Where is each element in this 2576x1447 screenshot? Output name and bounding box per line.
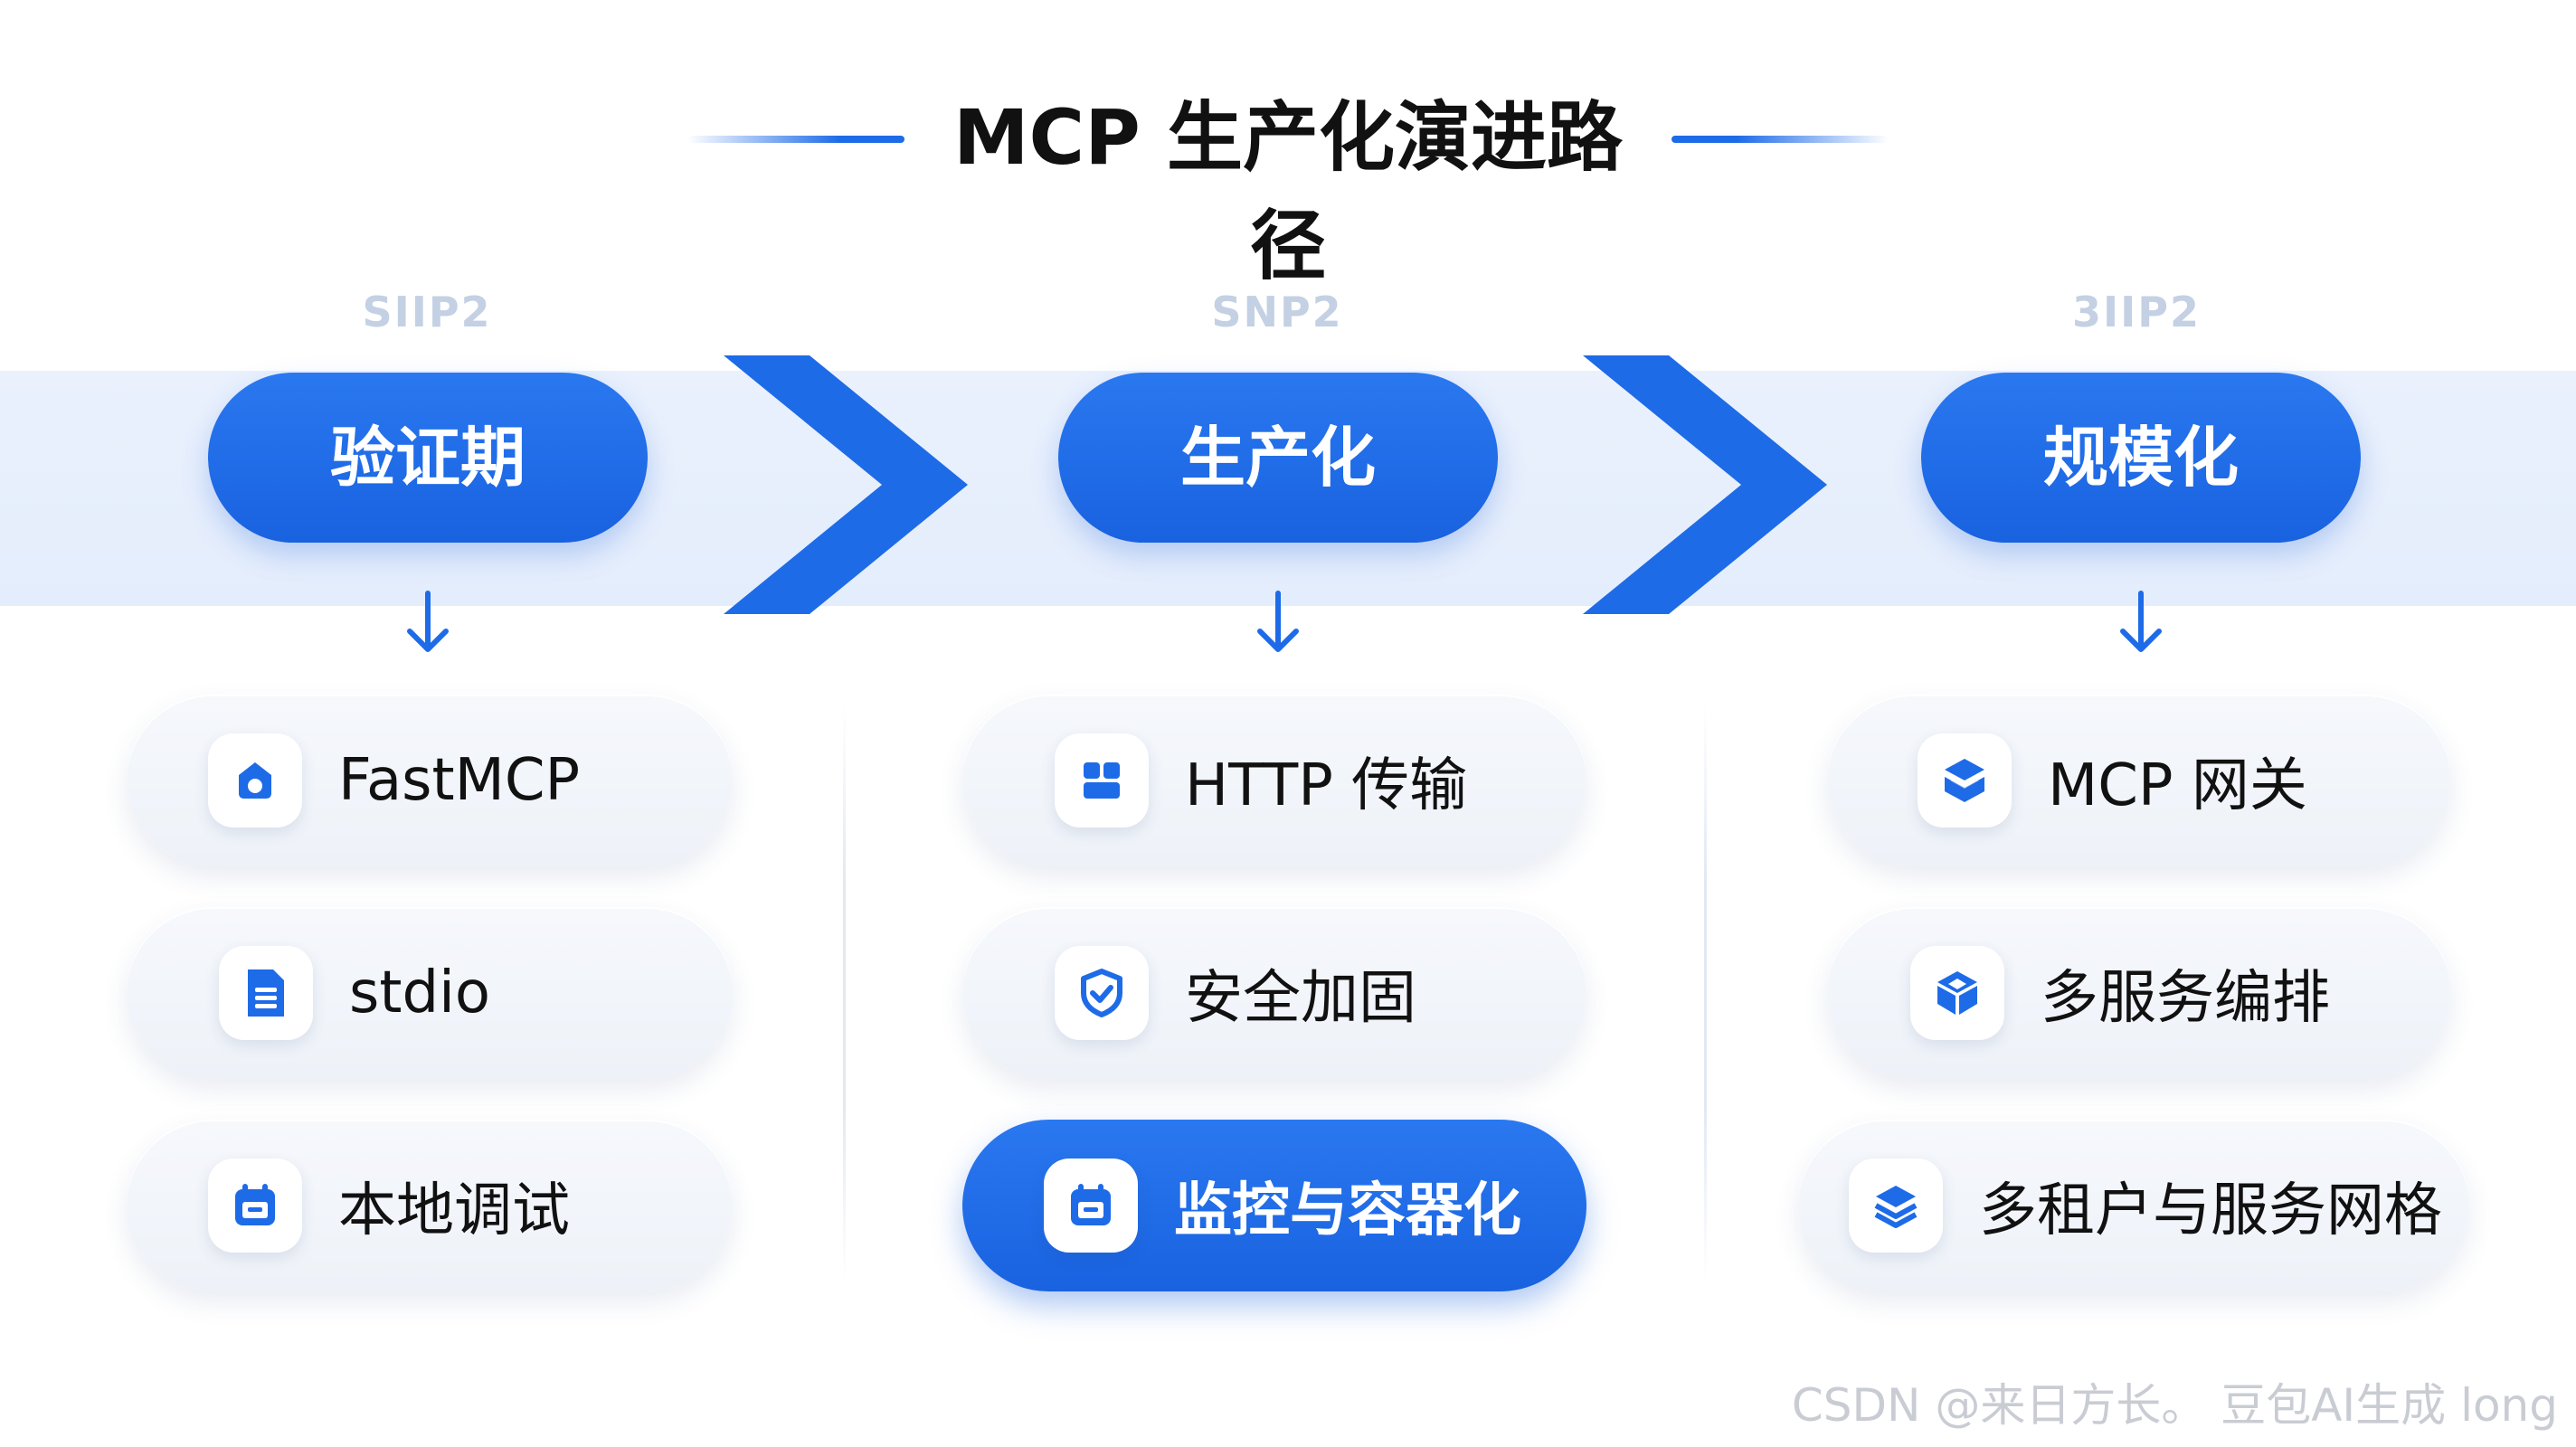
title-decor-line-left — [687, 136, 904, 143]
item-mcp-gateway: MCP 网关 — [1827, 695, 2451, 866]
diagram-title: MCP 生产化演进路径 — [952, 93, 1624, 290]
chevron-right-icon — [1583, 355, 1827, 614]
watermark: CSDN @来日方长。 豆包AI生成 long — [1791, 1379, 2558, 1432]
column-divider — [1704, 705, 1707, 1284]
stage-pill-production: 生产化 — [1058, 373, 1498, 543]
arrow-down-icon — [1257, 591, 1299, 652]
cloud-icon — [208, 733, 302, 828]
stack-icon — [1849, 1159, 1943, 1253]
item-label: stdio — [349, 960, 490, 1026]
step-label-1: SIIP2 — [362, 288, 492, 336]
title-decor-line-right — [1672, 136, 1889, 143]
item-label: 多租户与服务网格 — [1979, 1177, 2442, 1244]
item-label: 本地调试 — [338, 1177, 570, 1244]
item-multi-service-orchestration: 多服务编排 — [1827, 907, 2451, 1079]
item-fastmcp: FastMCP — [127, 695, 733, 866]
item-http-transport: HTTP 传输 — [962, 695, 1586, 866]
column-divider — [843, 705, 846, 1284]
stage-pill-scale: 规模化 — [1921, 373, 2361, 543]
chevron-right-icon — [724, 355, 968, 614]
item-label: MCP 网关 — [2048, 752, 2307, 819]
item-local-debug: 本地调试 — [127, 1120, 733, 1291]
item-multi-tenant-service-mesh: 多租户与服务网格 — [1798, 1120, 2469, 1291]
item-label: FastMCP — [338, 747, 581, 814]
item-stdio: stdio — [127, 907, 733, 1079]
item-label: 安全加固 — [1185, 965, 1416, 1032]
item-security-hardening: 安全加固 — [962, 907, 1586, 1079]
item-label: 多服务编排 — [2041, 965, 2330, 1032]
title-block: MCP 生产化演进路径 — [0, 83, 2576, 290]
arrow-down-icon — [2120, 591, 2162, 652]
item-label: HTTP 传输 — [1185, 752, 1468, 819]
step-label-3: 3IIP2 — [2072, 288, 2201, 336]
layers-box-icon — [1918, 733, 2012, 828]
shield-check-icon — [1055, 946, 1149, 1040]
step-label-2: SNP2 — [1211, 288, 1343, 336]
grid-icon — [1055, 733, 1149, 828]
cube-icon — [1910, 946, 2004, 1040]
document-icon — [219, 946, 313, 1040]
calendar-icon — [1044, 1159, 1138, 1253]
arrow-down-icon — [407, 591, 449, 652]
stage-pill-validation: 验证期 — [208, 373, 648, 543]
item-monitoring-containerization: 监控与容器化 — [962, 1120, 1586, 1291]
item-label: 监控与容器化 — [1174, 1177, 1521, 1244]
calendar-icon — [208, 1159, 302, 1253]
